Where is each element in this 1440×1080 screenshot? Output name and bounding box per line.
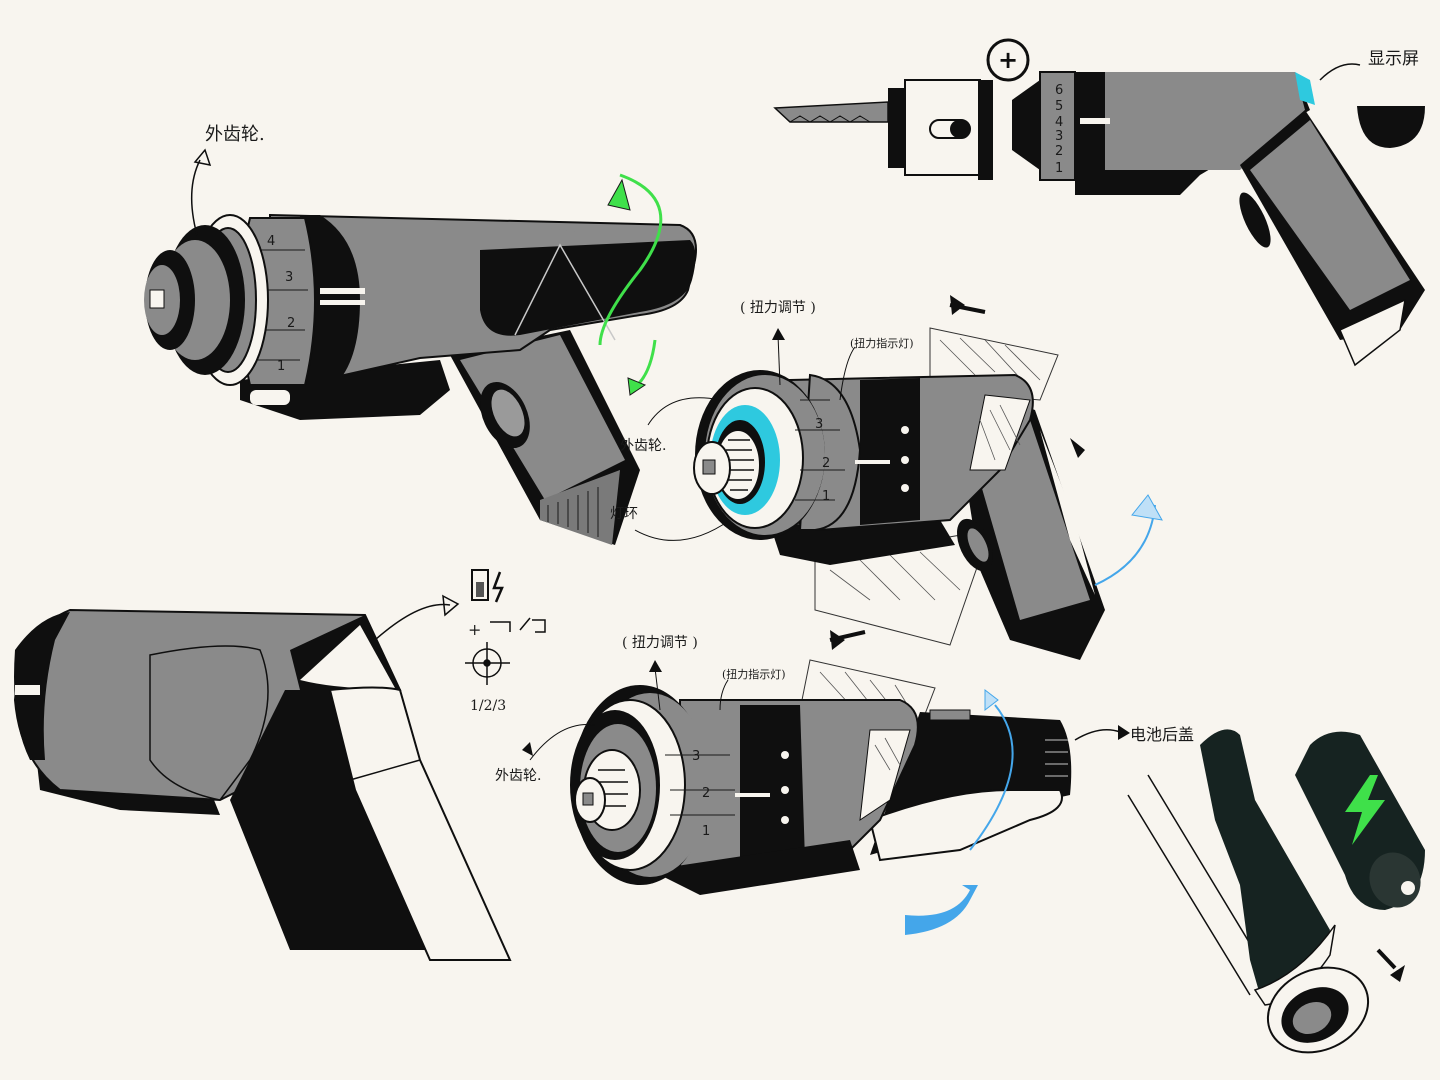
outer-gear-label-1: 外齿轮. [205, 124, 265, 145]
torque-indicator-label-1: (扭力指示灯) [850, 336, 914, 350]
drill-3-grip-dark [230, 690, 425, 950]
battery-cover-label: 电池后盖 [1130, 725, 1194, 744]
saw-scale-3: 3 [1055, 129, 1063, 144]
drill-1-dial-4: 4 [267, 234, 275, 249]
drill-top-left: 4 3 2 1 外齿轮. [144, 124, 697, 545]
drill-1-dial-3: 3 [285, 270, 293, 285]
drill-4-dial-1: 1 [702, 824, 710, 839]
drill-2-dial-2: 2 [822, 456, 830, 471]
drill-4-dial-2: 2 [702, 786, 710, 801]
saw-scale-1: 1 [1055, 161, 1063, 176]
rotation-arrow-icon [598, 173, 663, 396]
green-bolt-icon [1345, 775, 1385, 845]
battery-bottom-right [1127, 729, 1425, 1054]
battery-cover [1200, 729, 1330, 998]
drill-1-grip-base [540, 470, 620, 545]
torque-adjust-label-1: ( 扭力调节 ) [740, 300, 816, 316]
drill-bottom-center: 3 2 1 ( 扭力调节 ) (扭力指示灯) 外齿轮. 电池后盖 [495, 635, 1194, 935]
saw-display [1295, 72, 1315, 105]
outer-gear-label-2: 外齿轮. [620, 438, 666, 454]
drill-1-dial-2: 2 [287, 316, 295, 331]
saw-blade [773, 101, 889, 123]
drill-4-indicator-band [740, 705, 805, 870]
saw-body [1105, 72, 1305, 170]
torque-adjust-label-2: ( 扭力调节 ) [622, 635, 698, 651]
saw-scale-4: 4 [1055, 115, 1063, 130]
drill-center: 3 2 1 ( 扭力调节 ) (扭力指示灯) 外齿轮. 灯环 [610, 295, 1163, 660]
display-screen-label: 显示屏 [1368, 49, 1419, 69]
lightning-icon [492, 571, 504, 603]
drill-3-grip-panel [328, 686, 512, 961]
drill-2-dial-1: 1 [822, 489, 830, 504]
light-ring-label: 灯环 [610, 506, 638, 522]
drill-4-dial-3: 3 [692, 749, 700, 764]
drill-2-indicator-band [860, 378, 920, 525]
drill-1-grip [460, 335, 625, 500]
saw-scale-6: 6 [1055, 83, 1063, 98]
drill-2-dial-3: 3 [815, 417, 823, 432]
plus-circle-icon [986, 38, 1030, 82]
icon-row-plus: + [468, 620, 481, 639]
torque-indicator-label-2: (扭力指示灯) [722, 667, 786, 681]
saw-grip [1250, 120, 1410, 310]
drill-1-dial-1: 1 [277, 359, 285, 374]
outer-gear-label-3: 外齿轮. [495, 768, 541, 784]
saw-scale-2: 2 [1055, 144, 1063, 159]
drill-bottom-left: + 1/2/3 [13, 569, 546, 961]
crosshair-icon [465, 642, 510, 685]
saw-scale-5: 5 [1055, 99, 1063, 114]
mode-ratio-label: 1/2/3 [470, 698, 506, 714]
blue-rotation-arrow [905, 885, 978, 935]
drill-1-top-panel [480, 240, 696, 336]
battery-icon [471, 569, 489, 601]
saw-scale [1039, 71, 1076, 181]
battery-piece [1357, 106, 1425, 148]
plus-sign: + [998, 46, 1018, 74]
saw-top-right: + 6 5 4 3 2 1 显示屏 [773, 38, 1425, 367]
